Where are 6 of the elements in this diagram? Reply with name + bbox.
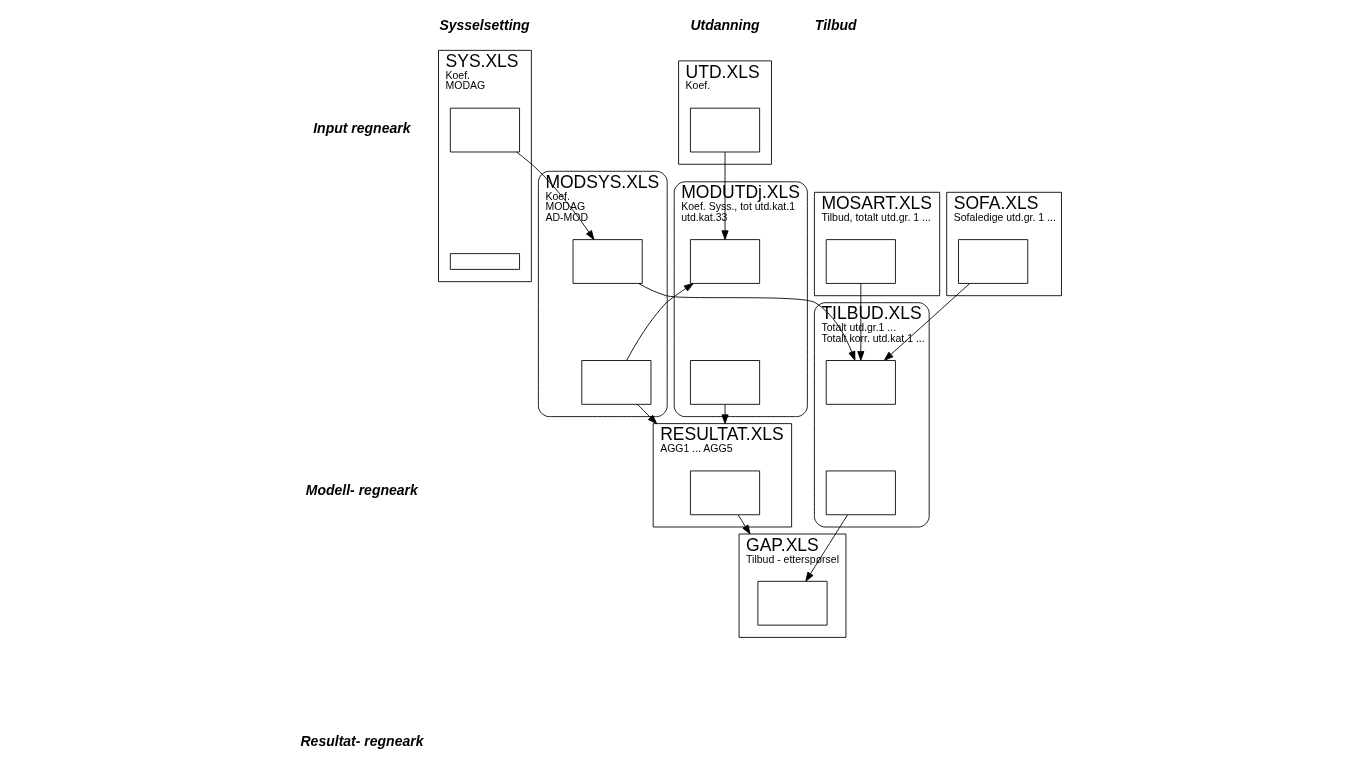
label: Utdanning [689,17,760,34]
label: Tilbud [814,17,857,34]
label: Modell- regneark [305,482,418,499]
label: Input regneark [312,119,410,136]
label: Sysselsetting [438,17,530,34]
label: Resultat- regneark [300,732,423,749]
